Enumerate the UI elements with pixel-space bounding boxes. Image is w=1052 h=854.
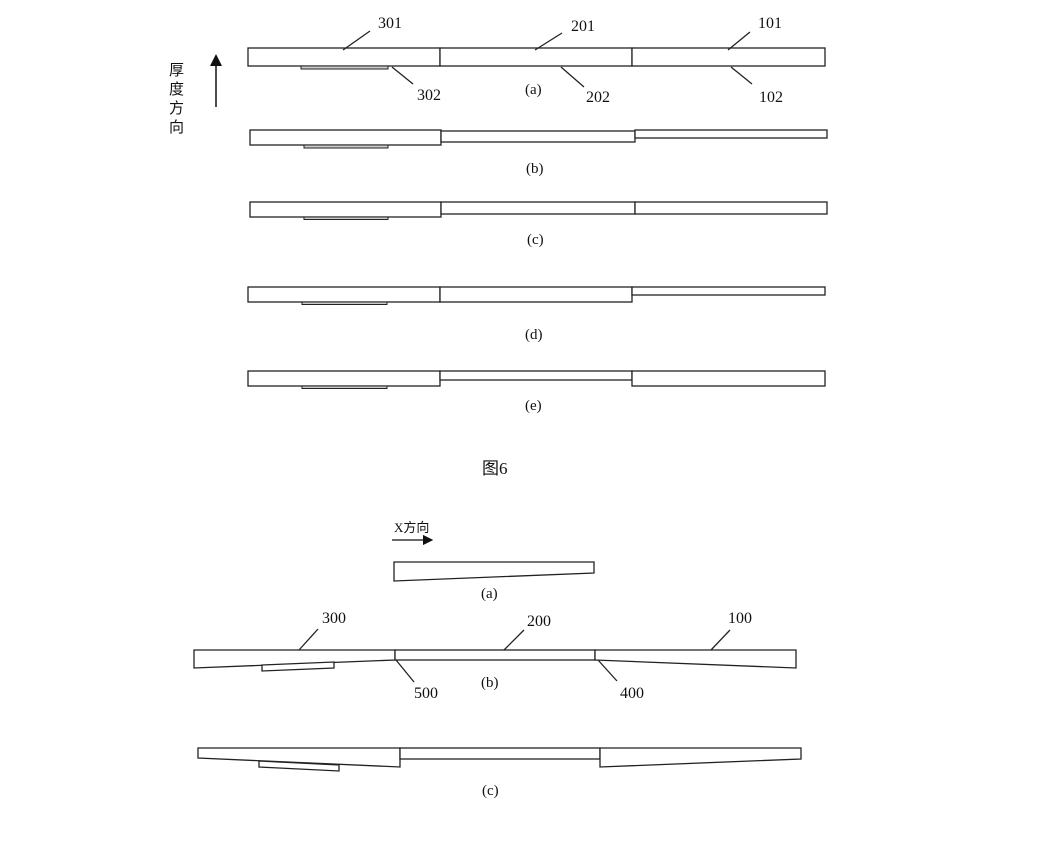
fig6-panel-b: (b)	[249, 129, 828, 177]
fig7-panel-c: (c)	[197, 747, 802, 799]
panel-label: (b)	[526, 161, 544, 177]
callout-301: 301	[378, 15, 402, 32]
thickness-direction-label: 厚度方向	[167, 62, 184, 138]
panel-label: (c)	[527, 232, 544, 248]
figure-6: 厚度方向 301 201 101 302 202 102 (a) (b)	[167, 15, 828, 478]
callout-201: 201	[571, 18, 595, 35]
part-200	[394, 649, 596, 661]
part-301	[247, 47, 441, 67]
callout-302: 302	[417, 87, 441, 104]
fig6-panel-a: 301 201 101 302 202 102 (a)	[247, 15, 826, 106]
callout-500: 500	[414, 685, 438, 702]
x-direction-label: X方向	[394, 520, 429, 535]
callout-101: 101	[758, 15, 782, 32]
callout-400: 400	[620, 685, 644, 702]
part-101	[631, 47, 826, 67]
panel-label: (a)	[525, 82, 542, 98]
part-201	[439, 47, 633, 67]
callout-202: 202	[586, 89, 610, 106]
callout-100: 100	[728, 610, 752, 627]
fig7-panel-b: 300 200 100 500 400 (b)	[193, 610, 797, 702]
fig7-panel-a: (a)	[393, 561, 595, 602]
part-100	[594, 649, 797, 669]
figure-7: X方向 (a) 300 200 100 500 400 (b) (c)	[193, 520, 802, 799]
wedge-part	[393, 561, 595, 582]
callout-200: 200	[527, 613, 551, 630]
panel-label: (c)	[482, 783, 499, 799]
fig6-panel-e: (e)	[247, 370, 826, 414]
panel-label: (b)	[481, 675, 499, 691]
callout-102: 102	[759, 89, 783, 106]
figure-caption: 图6	[482, 459, 508, 478]
fig6-panel-c: (c)	[249, 201, 828, 248]
pad	[261, 661, 335, 672]
fig6-panel-d: (d)	[247, 286, 826, 343]
pad-302	[300, 65, 389, 70]
panel-label: (d)	[525, 327, 543, 343]
panel-label: (e)	[525, 398, 542, 414]
callout-300: 300	[322, 610, 346, 627]
panel-label: (a)	[481, 586, 498, 602]
